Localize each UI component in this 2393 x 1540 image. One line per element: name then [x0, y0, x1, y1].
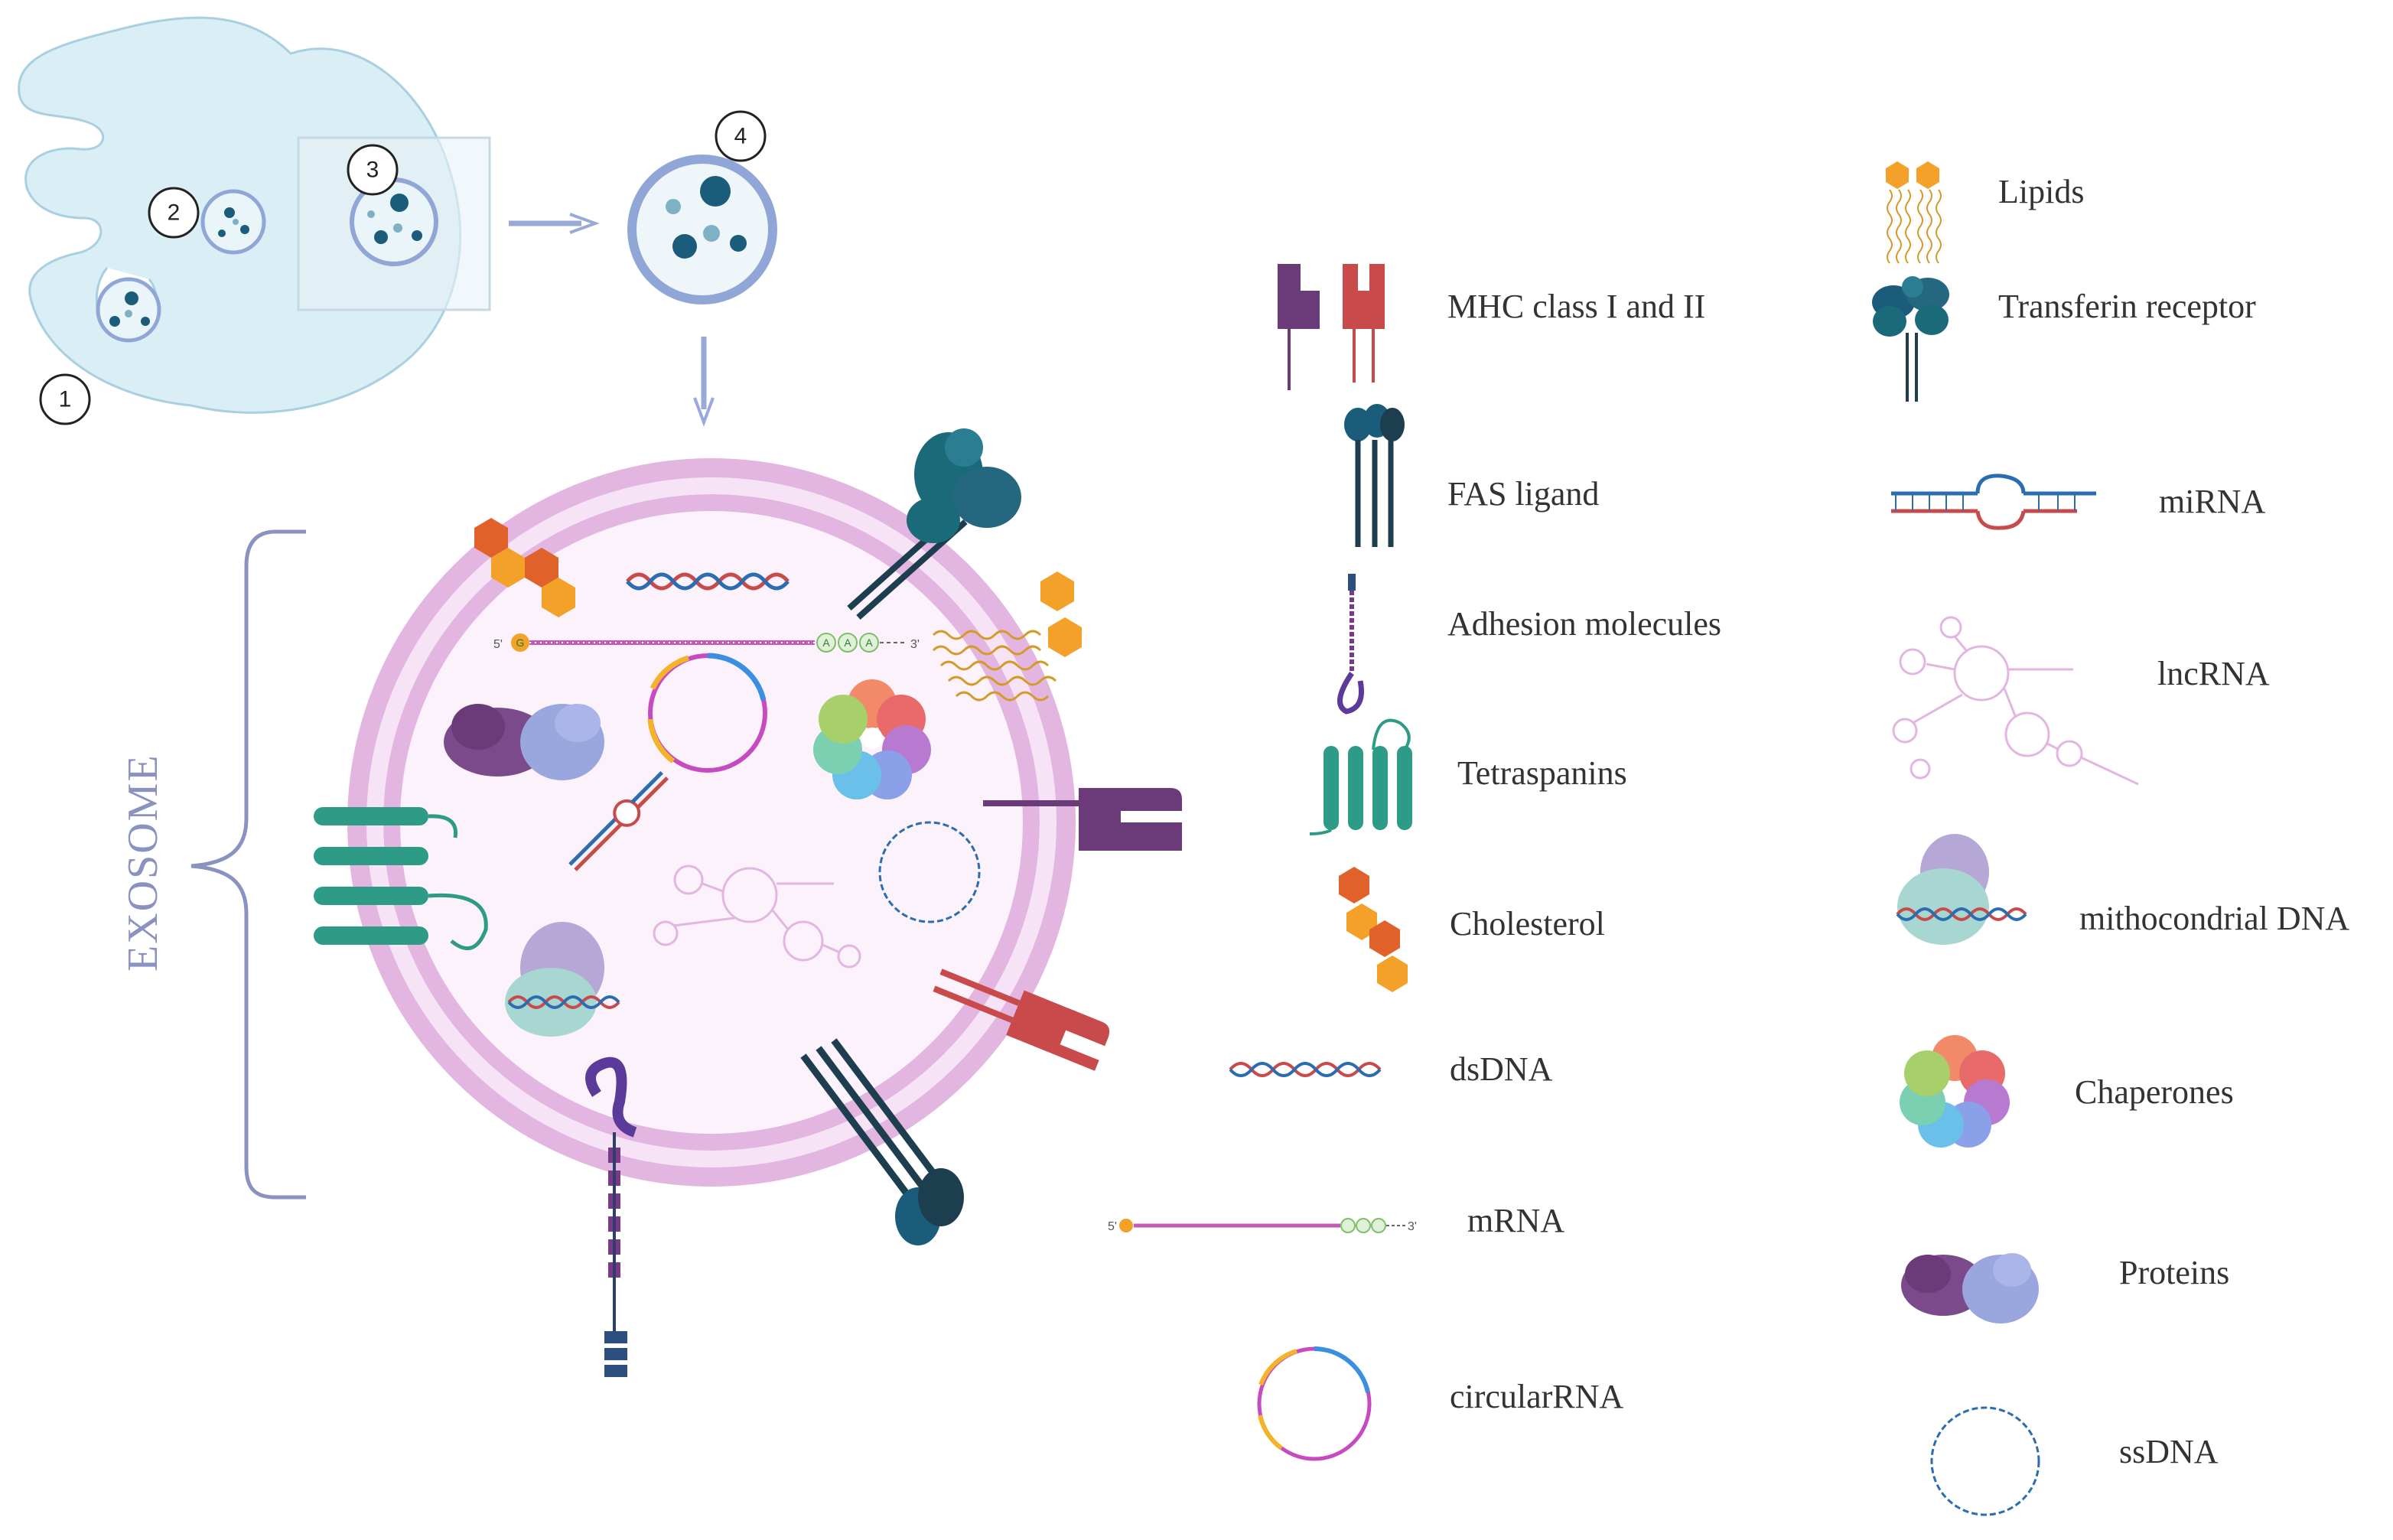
- svg-text:A: A: [822, 637, 830, 649]
- svg-text:5': 5': [1108, 1220, 1117, 1233]
- legend-chaperones-icon: [1900, 1035, 2010, 1148]
- svg-text:2: 2: [168, 200, 181, 226]
- svg-text:G: G: [516, 637, 525, 649]
- legend-mhc-label: MHC class I and II: [1447, 288, 1705, 325]
- svg-text:3: 3: [366, 158, 379, 183]
- legend-mrna-label: mRNA: [1467, 1202, 1564, 1239]
- legend-lncrna-label: lncRNA: [2157, 655, 2270, 692]
- lncrna-icon: [653, 864, 861, 969]
- lipids-icon: [932, 571, 1082, 702]
- legend-lipids-label: Lipids: [1998, 173, 2084, 210]
- legend-dsdna-label: dsDNA: [1450, 1050, 1553, 1088]
- vesicle-1: [96, 277, 161, 343]
- adhesion-molecule-icon-membrane: [585, 1057, 637, 1377]
- dsdna-icon: [626, 572, 790, 591]
- legend-mirna-label: miRNA: [2159, 483, 2266, 520]
- step-2-badge: 2: [148, 187, 200, 239]
- svg-text:4: 4: [734, 124, 747, 149]
- legend-transferrin-icon: [1872, 276, 1949, 402]
- legend-cholesterol-icon: [1339, 867, 1408, 992]
- vesicle-2: [200, 189, 266, 255]
- exosome-brace: EXOSOME: [119, 529, 306, 1200]
- legend-lipids-icon: [1886, 161, 1942, 264]
- ssdna-icon: [878, 821, 981, 923]
- exosome-label: EXOSOME: [119, 754, 167, 972]
- legend-column-1: MHC class I and II FAS ligand Adhesion m…: [1108, 264, 1721, 1461]
- secreting-cell: [18, 16, 491, 414]
- svg-text:3': 3': [910, 638, 920, 651]
- arrow-down: [693, 337, 715, 427]
- legend-tetraspanins-icon: [1309, 718, 1412, 835]
- legend-fas-label: FAS ligand: [1447, 475, 1599, 513]
- fas-ligand-icon-membrane: [800, 1038, 964, 1245]
- mtdna-icon: [505, 922, 620, 1037]
- step-3-badge: 3: [347, 144, 399, 196]
- legend-cholesterol-label: Cholesterol: [1450, 905, 1605, 943]
- legend-mtdna-label: mithocondrial DNA: [2079, 900, 2349, 937]
- svg-text:5': 5': [493, 638, 503, 651]
- vesicle-3: [350, 177, 438, 266]
- legend-chaperones-label: Chaperones: [2075, 1073, 2234, 1111]
- svg-text:A: A: [865, 637, 873, 649]
- released-exosome: [627, 155, 777, 304]
- legend-lncrna-icon: [1892, 616, 2139, 786]
- svg-text:1: 1: [59, 387, 72, 412]
- transferrin-receptor-icon: [847, 428, 1021, 620]
- legend-column-2: Lipids Transferin receptor: [1872, 161, 2349, 1516]
- cholesterol-icon: [474, 518, 575, 617]
- mhc-red-icon-membrane: [933, 969, 1110, 1071]
- mirna-icon: [568, 771, 669, 871]
- step-1-badge: 1: [39, 373, 91, 425]
- step-4-badge: 4: [715, 110, 767, 162]
- legend-mhc-icon: [1278, 264, 1385, 390]
- circrna-icon: [647, 653, 767, 773]
- legend-tetraspanins-label: Tetraspanins: [1457, 754, 1627, 792]
- legend-adhesion-label: Adhesion molecules: [1447, 605, 1721, 643]
- legend-mirna-icon: [1891, 474, 2096, 530]
- legend-circrna-label: circularRNA: [1450, 1378, 1623, 1415]
- legend-ssdna-label: ssDNA: [2119, 1433, 2219, 1470]
- legend-adhesion-icon: [1337, 574, 1364, 715]
- legend-circrna-icon: [1257, 1346, 1372, 1461]
- svg-text:3': 3': [1408, 1220, 1417, 1233]
- step-badges: 1 2 3 4: [39, 110, 767, 425]
- legend-dsdna-icon: [1229, 1062, 1382, 1077]
- mrna-icon: 5' G A A A 3': [493, 633, 920, 653]
- legend-fas-icon: [1344, 404, 1405, 547]
- svg-text:A: A: [844, 637, 851, 649]
- mhc-icon-membrane: [983, 788, 1182, 851]
- arrows: [509, 213, 715, 427]
- arrow-right: [509, 213, 600, 234]
- chaperones-icon: [813, 679, 931, 799]
- legend-proteins-label: Proteins: [2119, 1254, 2229, 1291]
- proteins-icon: [444, 704, 604, 780]
- legend-proteins-icon: [1901, 1253, 2039, 1323]
- legend-mtdna-icon: [1896, 834, 2027, 945]
- legend-transferrin-label: Transferin receptor: [1998, 288, 2256, 325]
- legend-mrna-icon: 5' 3': [1108, 1218, 1417, 1233]
- tetraspanin-icon-membrane: [314, 807, 488, 950]
- legend-ssdna-icon: [1930, 1406, 2040, 1516]
